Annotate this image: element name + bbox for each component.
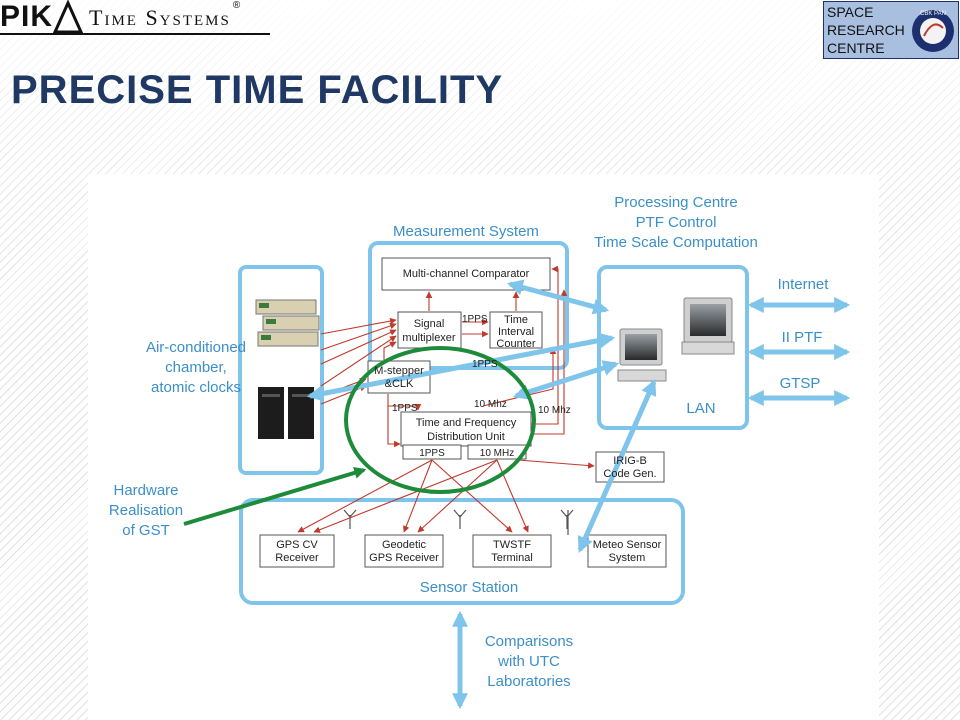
cbk-emblem-icon: CBK PAN bbox=[912, 10, 954, 52]
gtsp-label: GTSP bbox=[780, 375, 821, 392]
mhz-signal-label: 10 Mhz bbox=[538, 405, 571, 416]
pps-signal-label: 1PPS bbox=[392, 403, 418, 414]
chamber-label: atomic clocks bbox=[151, 379, 241, 396]
stepper-label: &CLK bbox=[385, 378, 414, 390]
hardware-realisation-label: Realisation bbox=[109, 502, 183, 519]
comparisons-label: Laboratories bbox=[487, 673, 570, 690]
interval-counter-label: Counter bbox=[496, 338, 535, 350]
chamber-frame bbox=[238, 265, 324, 475]
tfdu-pps-port bbox=[402, 444, 462, 460]
chamber-label: chamber, bbox=[165, 359, 227, 376]
geodetic-label: Geodetic bbox=[382, 539, 427, 551]
gps-cv-label: Receiver bbox=[275, 552, 319, 564]
sensor-station-label: Sensor Station bbox=[420, 579, 518, 596]
gst-highlight-ring bbox=[344, 346, 536, 494]
twstf-label: TWSTF bbox=[493, 539, 531, 551]
atomic-clocks-icon bbox=[255, 299, 320, 439]
stepper-label: M-stepper bbox=[374, 365, 424, 377]
signal-mux-label: multiplexer bbox=[402, 332, 456, 344]
internet-label: Internet bbox=[778, 276, 830, 293]
emblem-caption: CBK PAN bbox=[920, 11, 946, 17]
interval-counter-label: Interval bbox=[498, 326, 534, 338]
gps-cv-label: GPS CV bbox=[276, 539, 318, 551]
twstf-label: Terminal bbox=[491, 552, 533, 564]
pps-signal-label: 1PPS bbox=[462, 314, 488, 325]
pik-logo: PIK Time Systems ® bbox=[0, 0, 240, 34]
comparator-label: Multi-channel Comparator bbox=[403, 268, 530, 280]
signal-mux-label: Signal bbox=[414, 318, 445, 330]
geodetic-box bbox=[364, 534, 444, 568]
meteo-label: Meteo Sensor bbox=[593, 539, 662, 551]
data-link-arrows bbox=[306, 279, 851, 710]
gst-pointer-arrow bbox=[183, 467, 367, 526]
irig-label: Code Gen. bbox=[603, 468, 656, 480]
irig-label: IRIG-B bbox=[613, 455, 647, 467]
tfdu-label: Time and Frequency bbox=[416, 417, 517, 429]
tfdu-pps-label: 1PPS bbox=[419, 448, 445, 459]
pik-triangle-icon bbox=[53, 0, 84, 34]
processing-centre-label: PTF Control bbox=[636, 214, 717, 231]
meteo-label: System bbox=[609, 552, 646, 564]
ii-ptf-label: II PTF bbox=[782, 329, 823, 346]
tfdu-10mhz-label: 10 MHz bbox=[480, 448, 514, 459]
hardware-realisation-label: Hardware bbox=[113, 482, 178, 499]
chamber-label: Air-conditioned bbox=[146, 339, 246, 356]
lan-label: LAN bbox=[686, 400, 715, 417]
tfdu-label: Distribution Unit bbox=[427, 431, 505, 443]
time-systems-wordmark: Time Systems bbox=[89, 5, 231, 30]
page-title: PRECISE TIME FACILITY bbox=[11, 68, 504, 112]
interval-counter-label: Time bbox=[504, 314, 528, 326]
logo-underline bbox=[0, 33, 270, 35]
hardware-realisation-label: of GST bbox=[122, 522, 170, 539]
pps-signal-label: 1PPS bbox=[472, 359, 498, 370]
comparisons-label: Comparisons bbox=[485, 633, 573, 650]
src-logo-text: SPACE RESEARCH CENTRE bbox=[827, 4, 905, 56]
antenna-icons bbox=[343, 509, 574, 535]
gps-cv-box bbox=[259, 534, 335, 568]
registered-mark: ® bbox=[232, 0, 241, 11]
pik-wordmark: PIK bbox=[0, 0, 54, 33]
twstf-box bbox=[472, 534, 552, 568]
computer-icon bbox=[617, 328, 667, 382]
processing-centre-label: Time Scale Computation bbox=[594, 234, 758, 251]
geodetic-label: GPS Receiver bbox=[369, 552, 439, 564]
processing-centre-label: Processing Centre bbox=[614, 194, 737, 211]
mhz-signal-label: 10 Mhz bbox=[474, 399, 507, 410]
comparisons-label: with UTC bbox=[497, 653, 560, 670]
computer-icon bbox=[681, 297, 735, 355]
space-research-centre-logo: SPACE RESEARCH CENTRE CBK PAN bbox=[823, 1, 959, 59]
measurement-system-label: Measurement System bbox=[393, 223, 539, 240]
sensor-station-frame bbox=[239, 498, 685, 605]
ptf-diagram: Multi-channel Comparator Signal multiple… bbox=[88, 174, 879, 720]
tfdu-box bbox=[400, 411, 532, 447]
